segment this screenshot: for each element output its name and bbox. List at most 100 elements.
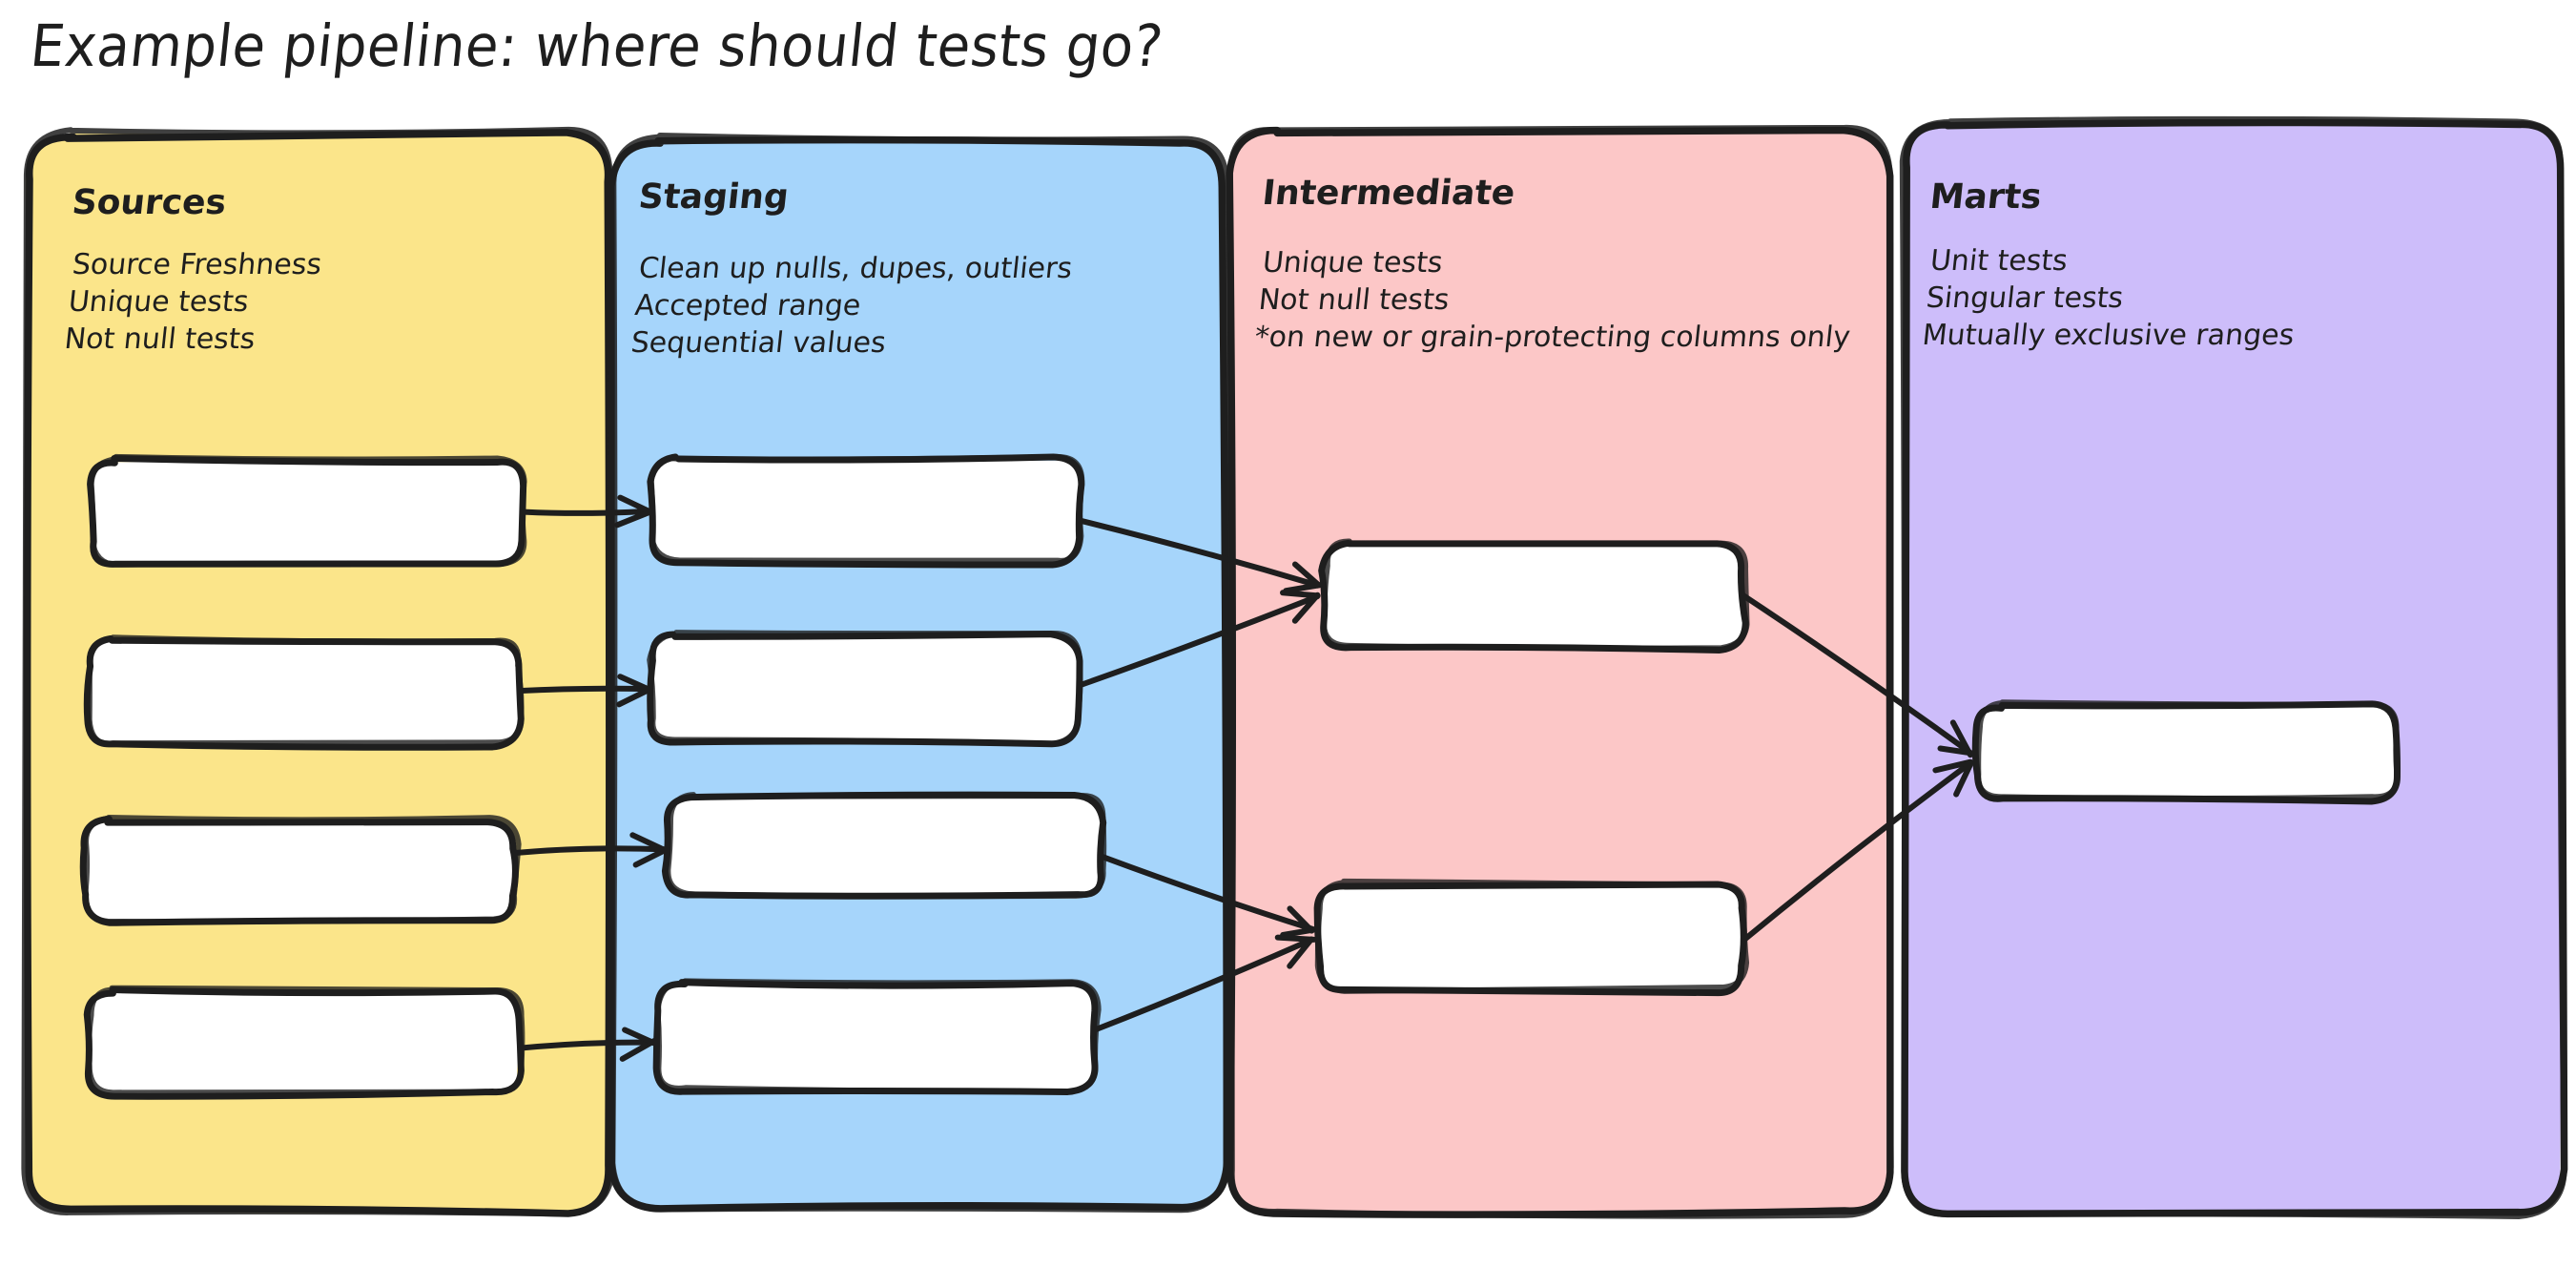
node-fill [1318,883,1745,991]
model-node-stg-4[interactable] [652,978,1102,1095]
model-node-src-4[interactable] [83,985,526,1100]
node-border [1321,538,1750,652]
node-fill [86,640,521,748]
node-border [665,792,1107,900]
edge-stg4-int2 [1092,934,1317,1033]
model-node-stg-3[interactable] [661,791,1107,900]
lane-test-item: Not null tests [1257,283,1452,317]
edge-line [1076,593,1321,689]
edge-arrowhead [1274,934,1317,943]
edge-arrowhead [617,674,650,692]
lane-test-item: Accepted range [633,289,863,322]
lane-test-item: Unique tests [67,285,251,319]
lane-test-item: Clean up nulls, dupes, outliers [637,252,1074,285]
lane-test-item: Sequential values [629,326,888,360]
lane-test-item: Source Freshness [71,248,323,281]
node-border [649,454,1085,564]
edge-layer [512,494,1974,1062]
edge-int1-mart1 [1741,592,1974,758]
node-border [82,814,522,924]
edge-line [1092,936,1315,1033]
node-border [87,634,525,747]
node-fill [83,821,516,924]
lane-title-intermediate: Intermediate [1260,174,1517,213]
lane-title-staging: Staging [636,177,791,217]
edge-arrowhead [616,687,650,708]
edge-stg2-int1 [1076,590,1321,689]
node-border [647,630,1083,747]
edge-line [514,1039,657,1051]
node-fill [90,459,525,567]
edge-arrowhead [629,832,668,854]
node-border [1314,878,1750,994]
model-node-src-1[interactable] [87,453,527,568]
edge-arrowhead [1949,719,1974,758]
edge-arrowhead [1932,758,1974,774]
model-node-stg-1[interactable] [647,453,1085,569]
edge-line [1075,517,1321,589]
node-fill [86,990,520,1095]
edge-arrowhead [617,494,653,515]
edge-arrowhead [614,508,652,529]
edge-arrowhead [1283,582,1323,594]
model-node-stg-2[interactable] [647,630,1083,748]
edge-stg3-int2 [1100,854,1317,938]
model-node-int-2[interactable] [1313,878,1750,997]
lane-test-item: *on new or grain-protecting columns only [1252,321,1852,354]
node-border [86,985,526,1095]
node-fill [649,635,1080,745]
lane-test-item: Singular tests [1925,281,2125,315]
edge-src3-stg3 [512,832,669,868]
node-border [654,978,1102,1095]
edge-line [516,685,650,695]
node-fill [656,983,1096,1092]
lane-border-staging [609,133,1230,1214]
edge-arrowhead [1291,591,1321,624]
lane-marts[interactable] [1899,115,2568,1220]
edge-arrowhead [619,1038,657,1062]
model-node-int-1[interactable] [1318,538,1750,654]
edge-arrowhead [1287,936,1314,969]
edge-arrowhead [632,847,669,868]
edge-line [512,845,668,857]
lane-test-item: Unit tests [1928,244,2070,278]
edge-arrowhead [1280,590,1321,599]
edge-arrowhead [1287,905,1315,934]
node-fill [1975,704,2399,801]
node-fill [1323,542,1745,650]
lane-title-sources: Sources [70,183,229,222]
edge-src4-stg4 [514,1027,657,1062]
node-border [1975,699,2400,801]
edge-src1-stg1 [521,494,653,529]
edge-arrowhead [1937,745,1972,757]
lane-title-marts: Marts [1927,177,2044,217]
page-title: Example pipeline: where should tests go? [27,13,1166,81]
edge-line [1100,854,1316,932]
edge-line [521,508,652,516]
node-fill [650,457,1081,564]
edge-stg1-int1 [1075,517,1323,594]
node-border [89,453,527,568]
lane-border-sources [21,126,616,1217]
model-node-src-3[interactable] [79,814,522,926]
edge-arrowhead [1953,761,1973,798]
node-fill [666,796,1103,899]
edge-line [1741,760,1973,944]
edge-line [1741,592,1974,757]
edge-int2-mart1 [1741,758,1974,944]
model-node-mart-1[interactable] [1971,699,2401,805]
lane-test-item: Unique tests [1261,246,1445,280]
lane-test-item: Not null tests [62,322,258,356]
lane-fill-marts [1901,121,2564,1215]
lane-test-item: Mutually exclusive ranges [1920,319,2297,352]
node-layer [79,453,2401,1100]
model-node-src-2[interactable] [83,634,525,751]
edge-arrowhead [622,1027,657,1047]
lane-border-intermediate [1226,124,1894,1219]
